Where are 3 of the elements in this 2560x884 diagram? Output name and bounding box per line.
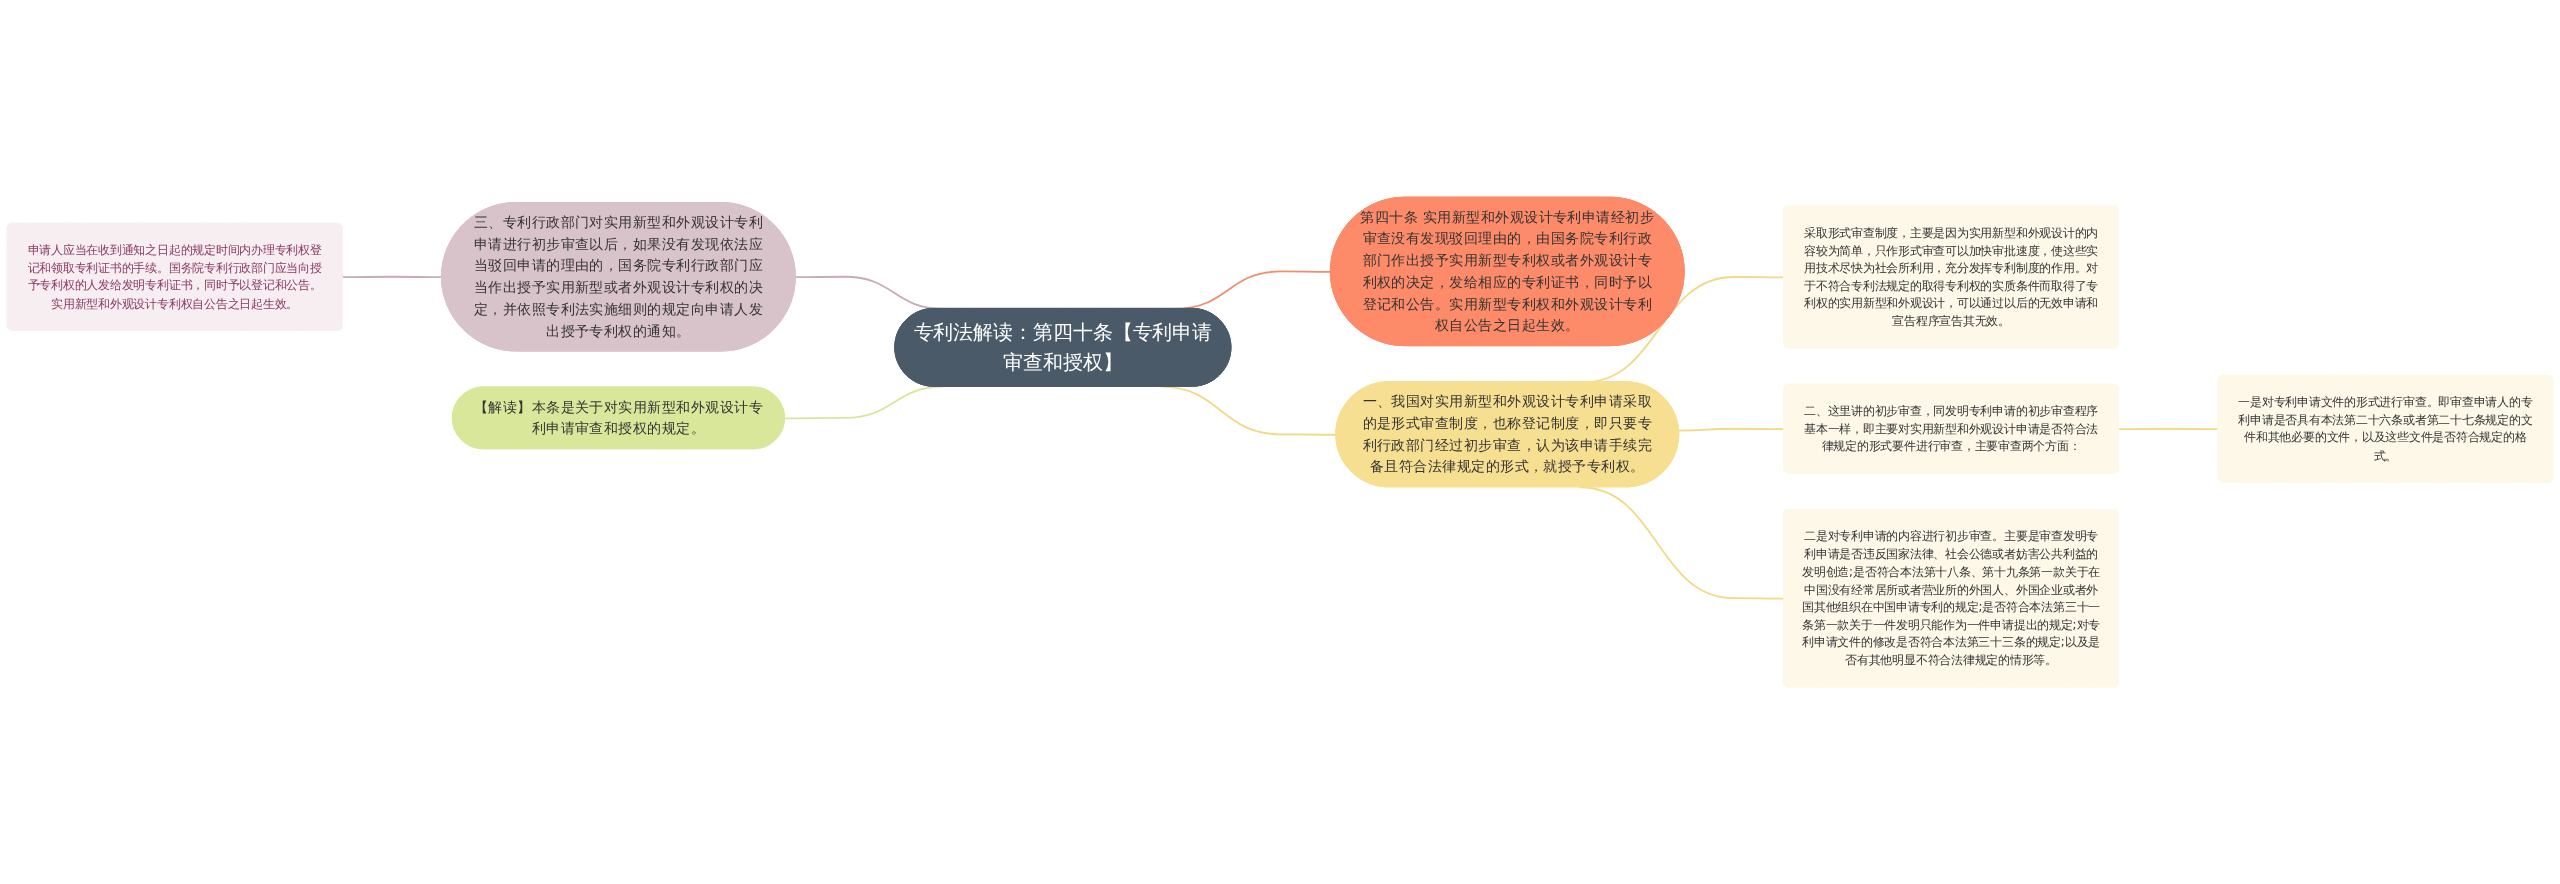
connector	[1579, 486, 1785, 600]
connector	[1678, 427, 1785, 432]
connector	[341, 275, 443, 279]
